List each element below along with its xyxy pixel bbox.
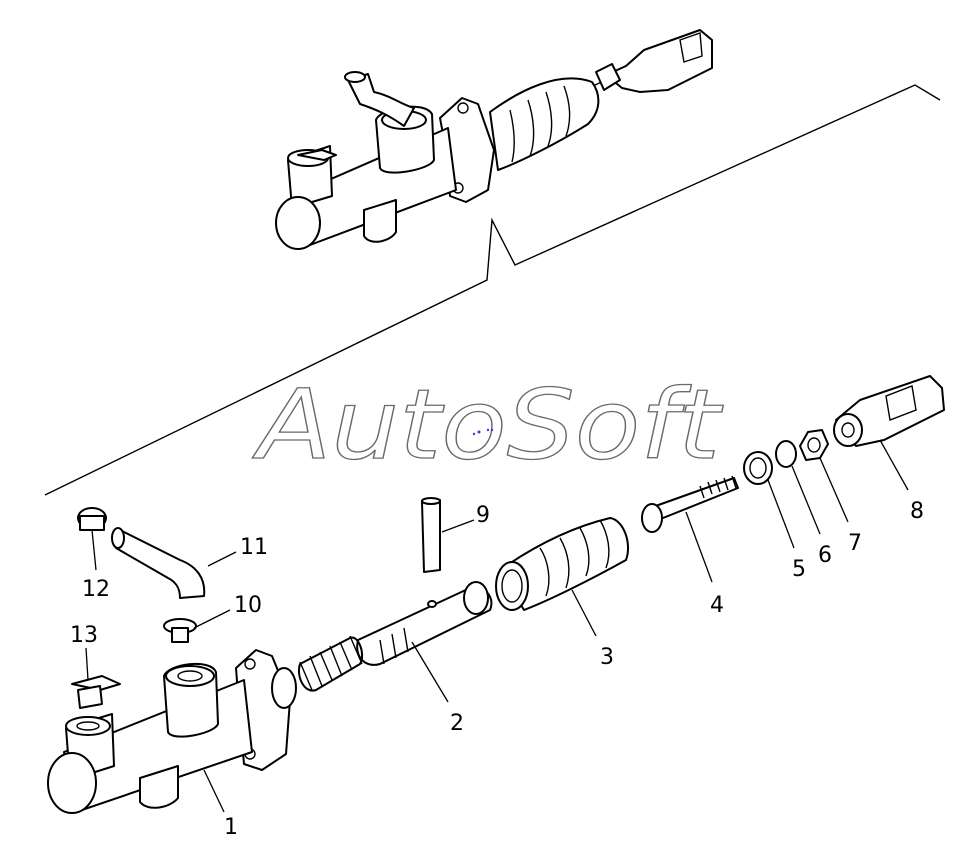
assembly-frame-line: [44, 84, 941, 496]
callout-12: 12: [82, 577, 110, 602]
callout-labels: 1 2 3 4 5 6 7 8 9 10 11 12 13: [70, 499, 924, 840]
part-4-push-rod: [641, 475, 739, 533]
part-12-cap: [77, 507, 107, 531]
callout-7: 7: [848, 531, 862, 556]
part-5-washer: [743, 451, 773, 485]
callout-4: 4: [710, 593, 724, 618]
callout-1: 1: [224, 815, 238, 840]
watermark-text: AutoSoft: [251, 369, 723, 481]
callout-3: 3: [600, 645, 614, 670]
callout-13: 13: [70, 623, 98, 648]
callout-10: 10: [234, 593, 262, 618]
callout-6: 6: [818, 543, 832, 568]
part-11-pipe: [111, 527, 206, 599]
part-13-reservoir-cap: [71, 675, 121, 709]
part-3-dust-boot: [495, 517, 629, 611]
part-7-nut: [799, 429, 829, 461]
watermark-dots: [472, 428, 494, 436]
part-1-cylinder-body: [47, 649, 297, 814]
part-8-clevis: [833, 375, 945, 447]
assembled-master-cylinder: [275, 29, 713, 250]
part-9-pin: [421, 497, 441, 573]
leader-lines: [85, 439, 909, 813]
part-10-grommet: [163, 618, 197, 643]
part-6-snap-ring: [775, 440, 797, 468]
part-2-piston-assembly: [298, 581, 493, 692]
callout-5: 5: [792, 557, 806, 582]
callout-2: 2: [450, 711, 464, 736]
callout-11: 11: [240, 535, 268, 560]
callout-9: 9: [476, 503, 490, 528]
callout-8: 8: [910, 499, 924, 524]
